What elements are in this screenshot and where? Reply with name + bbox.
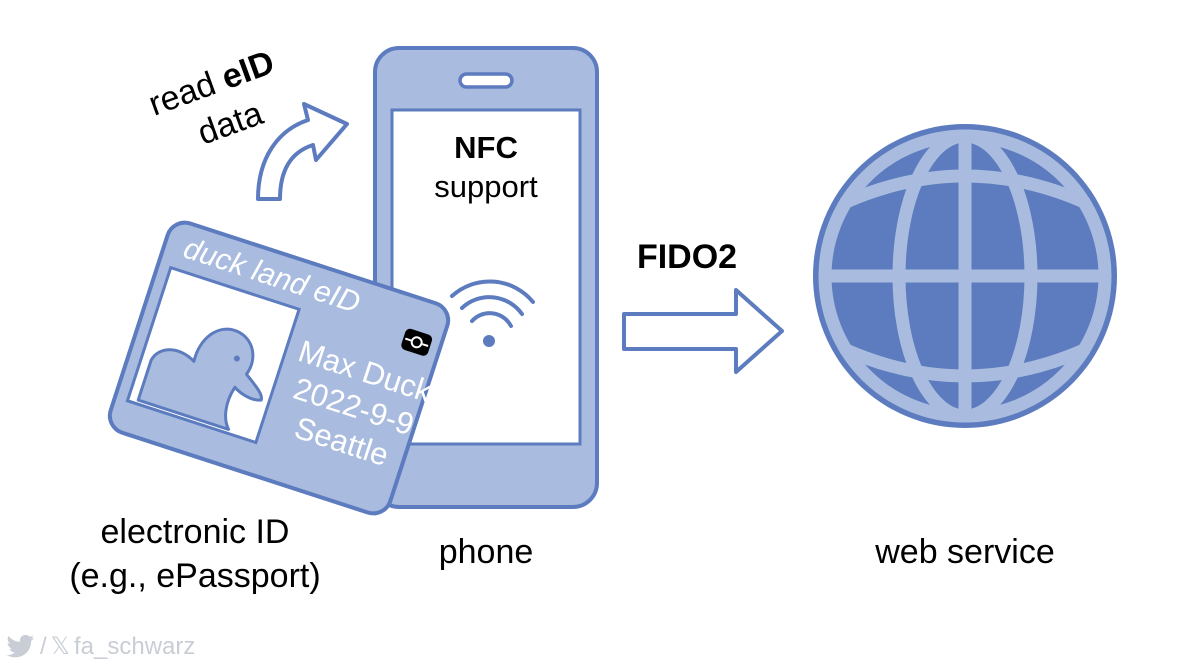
phone-speaker	[458, 72, 514, 89]
read-data-curved-arrow	[256, 102, 349, 201]
phone: NFC support	[373, 46, 599, 509]
duck-icon	[136, 327, 263, 431]
duck-eye-icon	[233, 355, 240, 362]
credit-handle: fa_schwarz	[74, 632, 196, 660]
electronic-id-label: electronic ID	[101, 513, 290, 551]
fido2-arrow	[622, 288, 784, 374]
id-card: duck land eID Max Duck 2022-9-9 Seattle	[107, 220, 451, 516]
globe-icon	[813, 124, 1117, 428]
credit-separator: /	[40, 632, 47, 660]
chip-icon	[401, 328, 433, 356]
nfc-title: NFC	[454, 130, 518, 165]
twitter-bird-icon	[6, 634, 35, 657]
nfc-waves-icon	[450, 279, 535, 347]
fido2-label: FIDO2	[637, 238, 737, 276]
x-logo-icon: 𝕏	[50, 633, 71, 660]
nfc-subtitle: support	[434, 169, 538, 204]
phone-label: phone	[439, 533, 534, 571]
author-credit: / 𝕏 fa_schwarz	[6, 632, 195, 661]
web-service-label: web service	[874, 533, 1055, 571]
electronic-id-example-label: (e.g., ePassport)	[69, 557, 320, 595]
